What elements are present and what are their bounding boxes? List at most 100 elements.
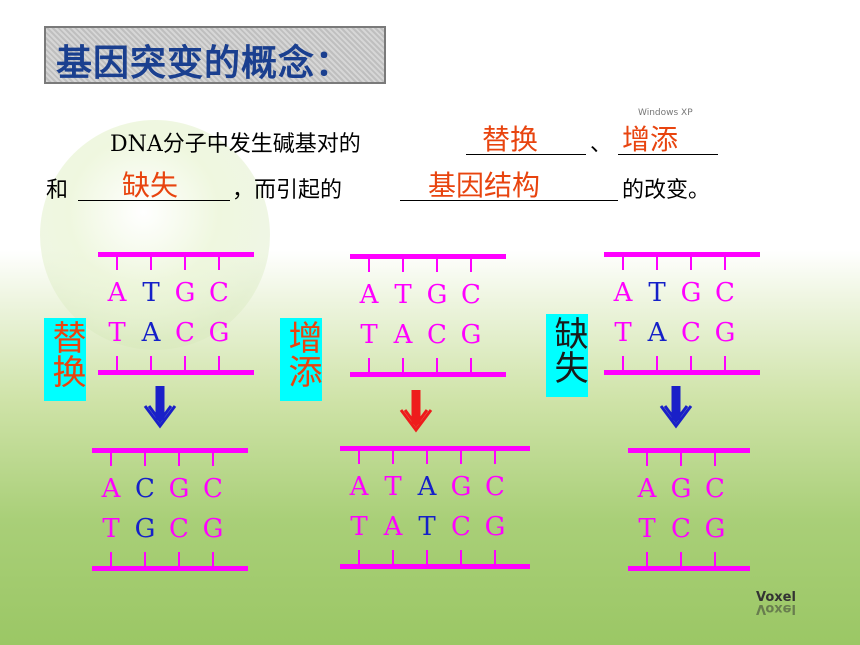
dna-insertion-before-bottom-tick: [368, 358, 370, 372]
dna-substitution-before-top-tick: [218, 256, 220, 270]
dna-insertion-after-top-backbone: [340, 446, 530, 451]
dna-substitution-after-top-backbone: [92, 448, 248, 453]
dna-substitution-before-top-base: T: [142, 278, 160, 308]
dna-deletion-before-bottom-backbone: [604, 370, 760, 375]
dna-substitution-before-top-tick: [116, 256, 118, 270]
dna-deletion-after-top-base: A: [637, 474, 657, 504]
dna-insertion-after-bottom-tick: [494, 550, 496, 564]
dna-substitution-after-bottom-base: C: [169, 514, 189, 544]
dna-substitution-before-top-tick: [184, 256, 186, 270]
dna-deletion-before-bottom-tick: [656, 356, 658, 370]
dna-insertion-after-top-base: A: [349, 472, 369, 502]
background-orb: [40, 120, 270, 350]
dna-substitution-after-top-base: G: [168, 474, 190, 504]
dna-insertion-after-top-tick: [426, 450, 428, 464]
dna-substitution-before-bottom-tick: [184, 356, 186, 370]
blank-4: [400, 170, 618, 201]
dna-substitution-after-top-tick: [212, 452, 214, 466]
dna-deletion-after-bottom-tick: [646, 552, 648, 566]
dna-substitution-after-bottom-tick: [110, 552, 112, 566]
dna-deletion-after-top-tick: [714, 452, 716, 466]
dna-insertion-after-top-base: G: [450, 472, 472, 502]
dna-insertion-before-top-tick: [402, 258, 404, 272]
dna-deletion-after-top-tick: [680, 452, 682, 466]
dna-deletion-after-bottom-base: G: [704, 514, 726, 544]
windows-xp-watermark: Windows XP: [638, 108, 693, 118]
dna-insertion-after-top-base: T: [384, 472, 402, 502]
dna-insertion-after-top-base: C: [485, 472, 505, 502]
dna-substitution-after-top-tick: [110, 452, 112, 466]
dna-deletion-before-top-tick: [690, 256, 692, 270]
dna-insertion-after-bottom-tick: [426, 550, 428, 564]
dna-insertion-after-top-tick: [358, 450, 360, 464]
dna-deletion-after-top-backbone: [628, 448, 750, 453]
dna-substitution-after-top-tick: [144, 452, 146, 466]
dna-substitution-before-bottom-backbone: [98, 370, 254, 375]
dna-deletion-before-top-base: T: [648, 278, 666, 308]
sentence-line2-suffix: 的改变。: [622, 178, 711, 203]
dna-insertion-after-top-tick: [494, 450, 496, 464]
dna-substitution-before-bottom-base: A: [141, 318, 161, 348]
dna-insertion-after-bottom-base: G: [484, 512, 506, 542]
dna-deletion-before-top-tick: [724, 256, 726, 270]
dna-deletion-after-top-base: C: [705, 474, 725, 504]
dna-insertion-before-bottom-base: A: [393, 320, 413, 350]
dna-substitution-after-top-tick: [178, 452, 180, 466]
dna-insertion-after-bottom-tick: [460, 550, 462, 564]
sentence-line2-prefix: 和: [46, 178, 69, 203]
dna-insertion-before-top-base: A: [359, 280, 379, 310]
dna-insertion-before-top-tick: [436, 258, 438, 272]
dna-deletion-after-bottom-base: T: [638, 514, 656, 544]
dna-insertion-before-bottom-base: C: [427, 320, 447, 350]
voxel-logo-reflection: Voxel: [756, 601, 796, 616]
dna-deletion-before-top-base: C: [715, 278, 735, 308]
dna-deletion-before-top-base: A: [613, 278, 633, 308]
answer-3: 缺失: [122, 169, 179, 202]
label-deletion-text: 缺失: [548, 316, 588, 384]
dna-substitution-before-bottom-tick: [218, 356, 220, 370]
dna-deletion-before-top-tick: [622, 256, 624, 270]
dna-deletion-before-top-tick: [656, 256, 658, 270]
dna-deletion-after-bottom-base: C: [671, 514, 691, 544]
dna-insertion-before-bottom-tick: [436, 358, 438, 372]
dna-insertion-before-bottom-tick: [470, 358, 472, 372]
sentence-line2-mid: ，而引起的: [232, 178, 343, 203]
label-substitution: 替换: [44, 318, 86, 401]
dna-insertion-after-bottom-base: T: [350, 512, 368, 542]
dna-insertion-after-top-base: A: [417, 472, 437, 502]
dna-insertion-after-bottom-base: T: [418, 512, 436, 542]
dna-deletion-before-bottom-base: C: [681, 318, 701, 348]
arrow-down-icon: [659, 386, 693, 429]
dna-deletion-after-bottom-tick: [714, 552, 716, 566]
dna-substitution-before-bottom-tick: [116, 356, 118, 370]
dna-substitution-before-bottom-base: C: [175, 318, 195, 348]
dna-insertion-before-top-tick: [368, 258, 370, 272]
label-insertion-text: 增添: [282, 320, 322, 388]
blank-3: [78, 170, 230, 201]
sentence-sep: 、: [590, 132, 613, 157]
dna-substitution-before-top-base: A: [107, 278, 127, 308]
dna-deletion-after-top-tick: [646, 452, 648, 466]
dna-substitution-after-bottom-tick: [144, 552, 146, 566]
dna-insertion-after-bottom-backbone: [340, 564, 530, 569]
dna-substitution-after-bottom-backbone: [92, 566, 248, 571]
dna-deletion-before-top-base: G: [680, 278, 702, 308]
dna-insertion-before-bottom-tick: [402, 358, 404, 372]
dna-insertion-before-bottom-base: G: [460, 320, 482, 350]
dna-substitution-after-bottom-tick: [212, 552, 214, 566]
arrow-down-icon: [399, 390, 433, 433]
dna-substitution-before-top-base: G: [174, 278, 196, 308]
dna-deletion-before-bottom-tick: [622, 356, 624, 370]
dna-deletion-after-bottom-tick: [680, 552, 682, 566]
voxel-logo: Voxel: [756, 590, 796, 605]
dna-substitution-after-top-base: A: [101, 474, 121, 504]
dna-insertion-after-bottom-base: A: [383, 512, 403, 542]
dna-insertion-after-bottom-tick: [358, 550, 360, 564]
dna-substitution-after-top-base: C: [135, 474, 155, 504]
label-insertion: 增添: [280, 318, 322, 401]
dna-substitution-after-bottom-base: G: [202, 514, 224, 544]
dna-insertion-after-top-tick: [460, 450, 462, 464]
arrow-down-icon: [143, 386, 177, 429]
dna-substitution-before-top-base: C: [209, 278, 229, 308]
dna-substitution-before-top-tick: [150, 256, 152, 270]
